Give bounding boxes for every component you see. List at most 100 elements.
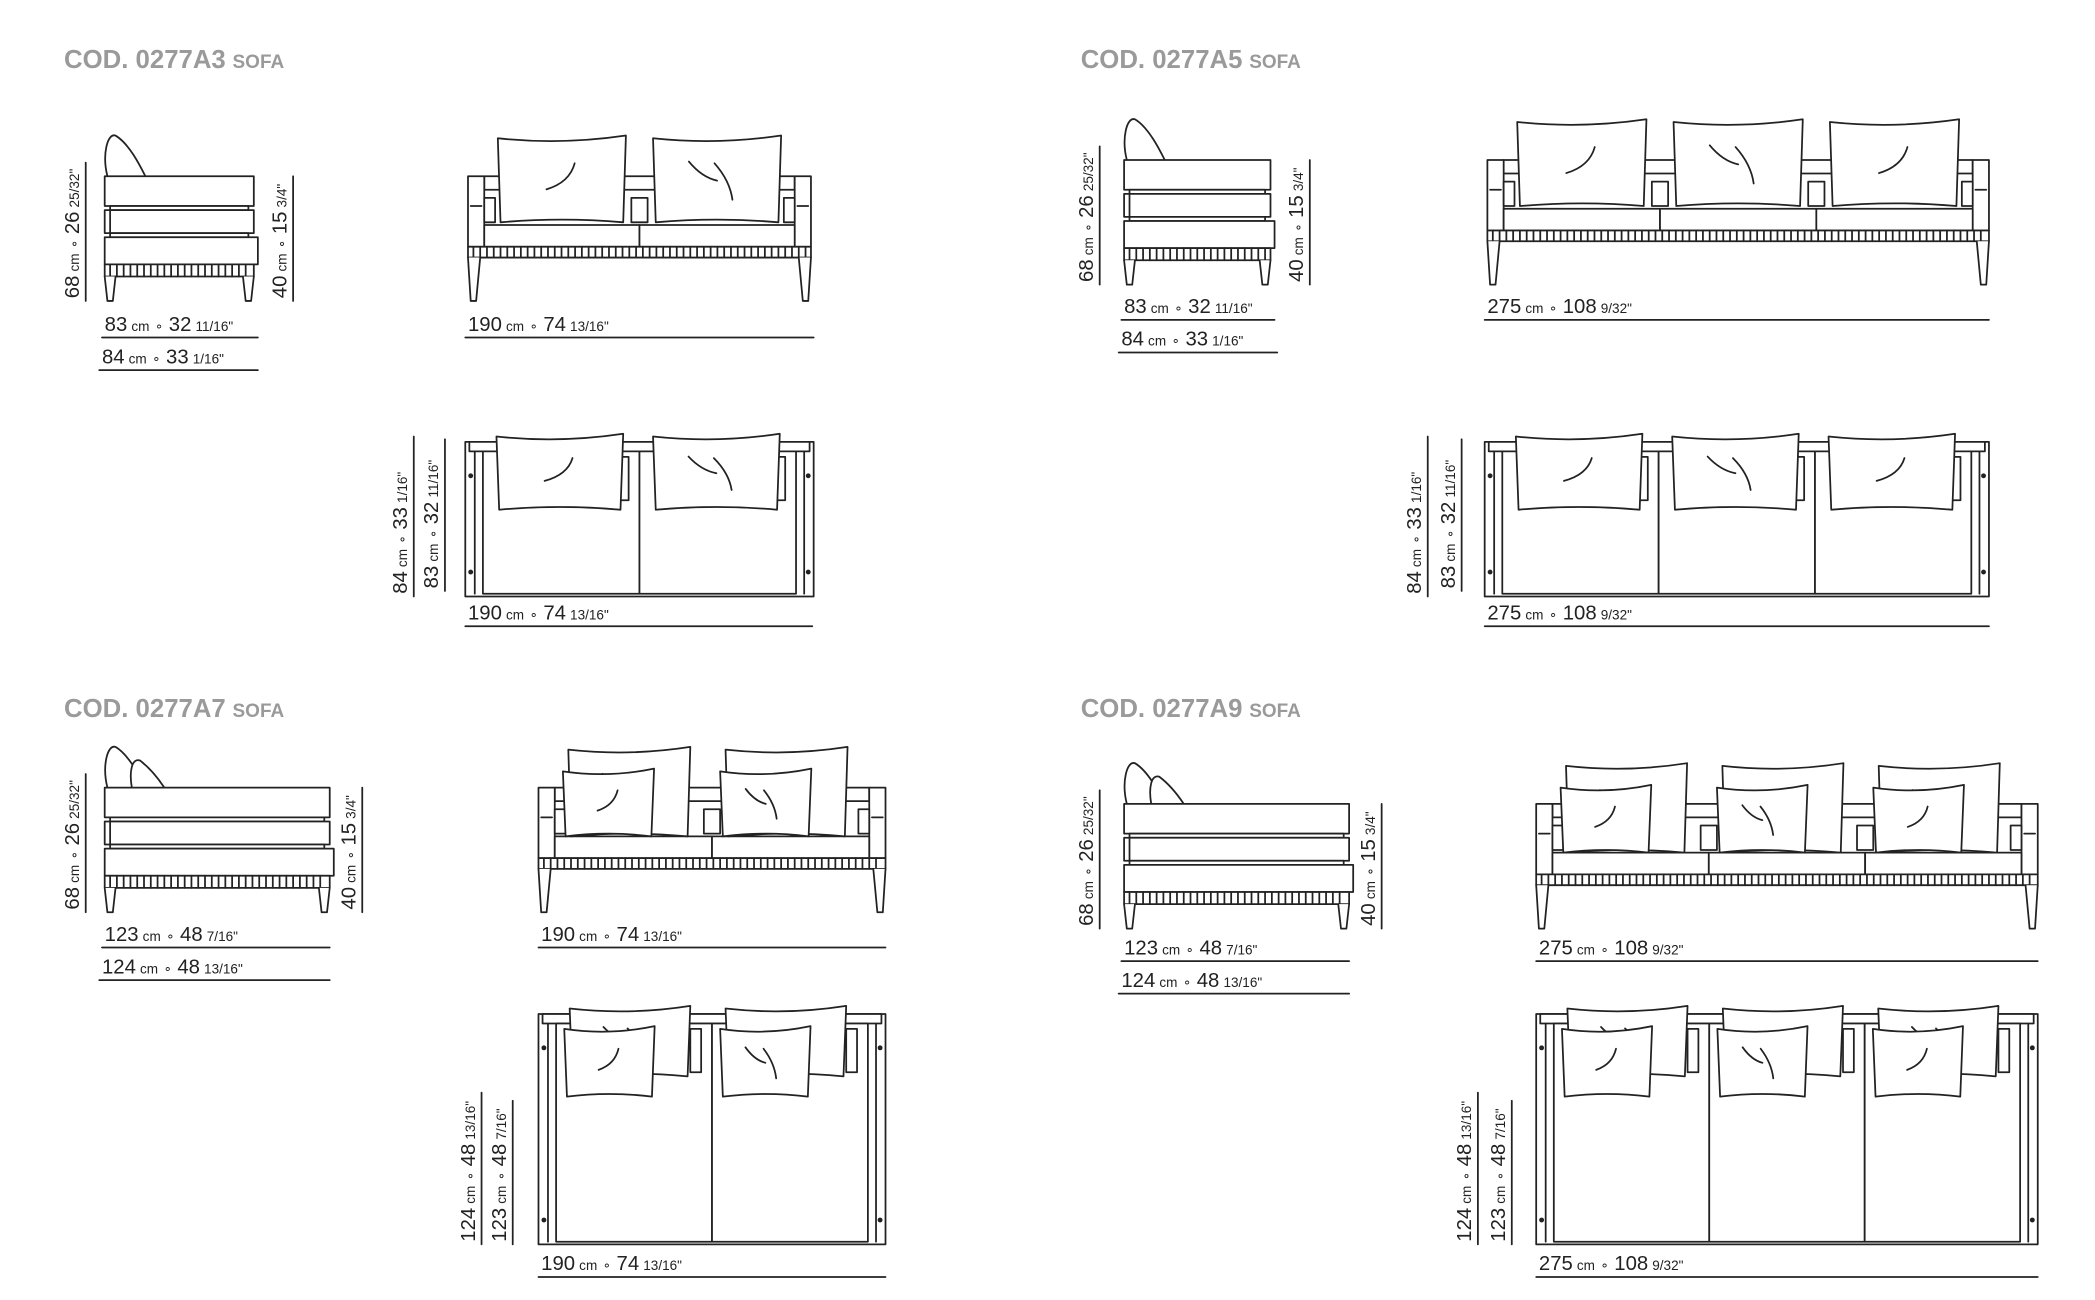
value-cm: 40 — [1286, 259, 1308, 282]
separator: ∘ — [1174, 301, 1182, 316]
value-cm: 275 — [1487, 602, 1521, 624]
product-code: COD. 0277A7 — [64, 695, 226, 723]
unit-cm: cm — [1493, 1186, 1508, 1204]
slat-band — [103, 263, 255, 278]
frame-bolt — [2029, 1217, 2035, 1223]
leg — [797, 256, 812, 302]
value-fraction: 3/4" — [1291, 167, 1306, 191]
pillow — [719, 767, 813, 838]
bracket — [845, 1028, 858, 1074]
armrest — [1971, 159, 1990, 232]
slat-band — [103, 874, 331, 889]
seat-cushion — [103, 236, 259, 266]
value-inch: 32 — [1188, 296, 1211, 318]
unit-cm: cm — [1162, 942, 1180, 957]
value-cm: 84 — [1121, 329, 1144, 351]
value-fraction: 1/16" — [1409, 472, 1424, 503]
seat-cushion — [1551, 851, 1710, 876]
value-fraction: 9/32" — [1652, 942, 1683, 957]
value-cm: 40 — [269, 276, 291, 299]
pillow-crease — [762, 1047, 778, 1080]
armrest — [2020, 802, 2039, 876]
pillow-crease — [1706, 455, 1737, 475]
pillow-crease — [1906, 805, 1929, 828]
separator: ∘ — [1549, 301, 1557, 316]
frame-bolt — [1487, 569, 1493, 575]
middle-cushion — [103, 820, 331, 846]
pillow-crease — [688, 160, 718, 182]
seat-height-dimension-text: 40cm∘153/4" — [338, 795, 360, 910]
value-fraction: 13/16" — [570, 319, 609, 334]
value-inch: 26 — [1076, 839, 1098, 862]
unit-cm: cm — [131, 319, 149, 334]
pillow-crease — [712, 457, 733, 491]
separator: ∘ — [1172, 334, 1180, 349]
unit-cm: cm — [1459, 1186, 1474, 1204]
seat-cushion — [1659, 207, 1818, 232]
value-cm: 190 — [468, 602, 502, 624]
unit-cm: cm — [274, 253, 289, 271]
middle-cushion — [1123, 836, 1350, 862]
value-inch: 48 — [489, 1144, 511, 1167]
bracket — [1960, 180, 1974, 207]
bracket — [1807, 180, 1826, 207]
separator: ∘ — [529, 607, 537, 622]
pillow-crease — [1732, 457, 1752, 491]
value-cm: 68 — [1076, 903, 1098, 926]
separator: ∘ — [1291, 223, 1306, 231]
height-dimension: 68cm∘2625/32" — [62, 773, 87, 914]
depth-dimension-text: 83cm∘3211/16" — [1438, 460, 1460, 589]
value-cm: 83 — [421, 566, 443, 589]
unit-cm: cm — [1151, 301, 1169, 316]
separator: ∘ — [1081, 223, 1096, 231]
seat-cushion — [1815, 207, 1974, 232]
pillow-crease — [597, 1047, 620, 1071]
pillow-crease — [1875, 457, 1906, 482]
unit-cm: cm — [1525, 301, 1543, 316]
top-cushion — [1123, 159, 1272, 191]
value-inch: 74 — [543, 602, 566, 624]
seat-cushion — [1864, 851, 2023, 876]
value-fraction: 3/4" — [274, 184, 289, 208]
value-cm: 84 — [390, 571, 412, 594]
seat-height-dimension-text: 40cm∘153/4" — [1286, 167, 1308, 282]
pillow-crease — [713, 162, 734, 201]
value-fraction: 3/4" — [343, 795, 358, 819]
pillow — [1514, 432, 1644, 511]
value-cm: 83 — [1438, 566, 1460, 589]
unit-cm: cm — [1577, 1258, 1595, 1273]
pillow-crease — [1759, 805, 1775, 836]
pillow — [1716, 783, 1809, 854]
unit-cm: cm — [1291, 237, 1306, 255]
depth-dimension: 83cm∘3211/16" — [421, 438, 446, 592]
value-cm: 84 — [102, 346, 125, 368]
value-inch: 48 — [1197, 970, 1220, 992]
bracket — [1842, 1028, 1855, 1074]
separator: ∘ — [67, 240, 82, 248]
value-inch: 48 — [1199, 937, 1222, 959]
unit-cm: cm — [494, 1186, 509, 1204]
separator: ∘ — [1443, 530, 1458, 538]
armrest — [1486, 159, 1505, 232]
value-fraction: 13/16" — [643, 1258, 682, 1273]
frame-bolt — [1539, 1045, 1545, 1051]
value-cm: 123 — [1488, 1208, 1510, 1242]
seat-height-dimension-text: 40cm∘153/4" — [269, 184, 291, 299]
depth-dimension: 123cm∘487/16" — [1488, 1099, 1513, 1246]
pillow-crease — [1563, 457, 1593, 482]
value-fraction: 11/16" — [195, 319, 233, 334]
